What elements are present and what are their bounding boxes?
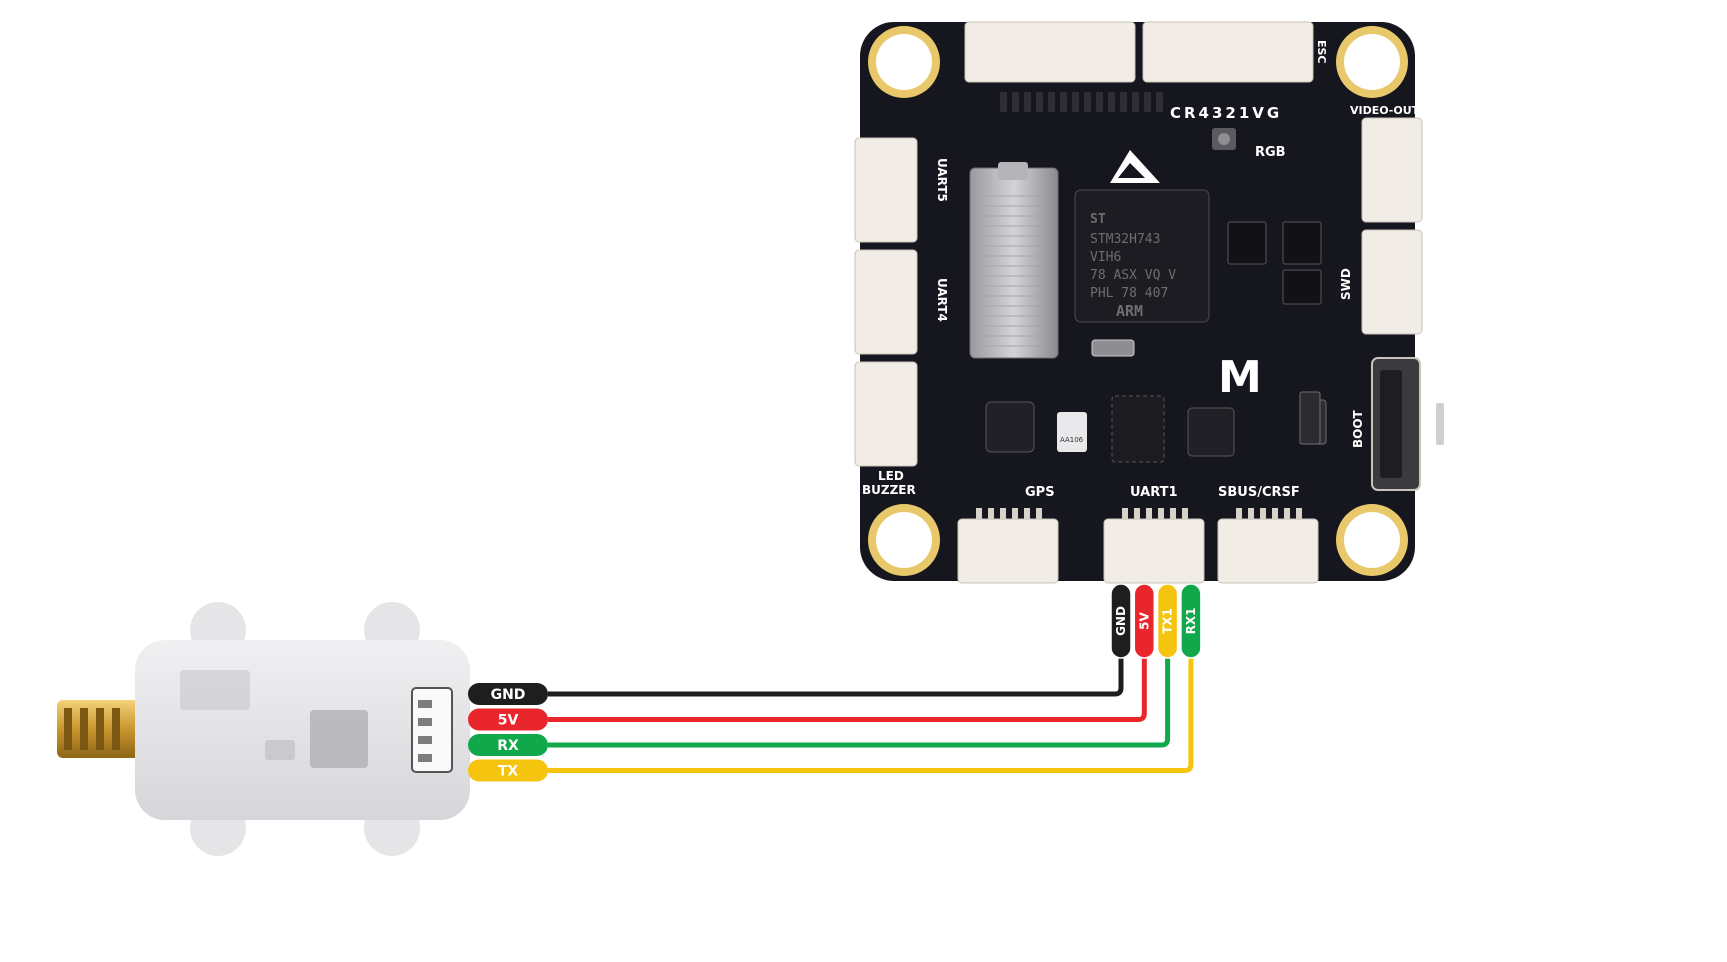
esc-label: ESC xyxy=(1315,40,1328,64)
mcu-line2: VIH6 xyxy=(1090,250,1121,265)
flight-controller-board: ESC CR4321VG VIDEO-OUT RGB UART5 UART4 L… xyxy=(854,21,1444,584)
mounting-hole-bottom-left xyxy=(868,504,940,576)
board-pin-tags: GND 5V TX1 RX1 xyxy=(1110,583,1202,659)
wire-5v-to-5v xyxy=(548,656,1147,722)
bottom-connector-pins xyxy=(976,508,1302,520)
rgb-label: RGB xyxy=(1255,145,1286,160)
module-pin-tags: GND 5V RX TX xyxy=(468,683,548,782)
gps-label: GPS xyxy=(1025,485,1055,500)
baro-code: AA106 xyxy=(1060,436,1084,444)
module-pin-label: 5V xyxy=(498,713,519,729)
boot-switch xyxy=(1299,391,1321,445)
pin-header-row xyxy=(1000,92,1163,112)
wire-harness xyxy=(548,656,1194,773)
mounting-hole-top-right xyxy=(1336,26,1408,98)
swd-label: SWD xyxy=(1339,268,1353,300)
mcu-chip xyxy=(1074,189,1210,323)
board-pin-tag-tx1: TX1 xyxy=(1156,583,1179,659)
receiver-module xyxy=(57,602,470,856)
regulator-3 xyxy=(1282,269,1322,305)
uart4-label: UART4 xyxy=(935,278,949,322)
wire-tx-to-rx1 xyxy=(548,656,1194,773)
video-out-label: VIDEO-OUT xyxy=(1350,104,1420,117)
board-pin-label: 5V xyxy=(1137,611,1151,629)
connector-video-out xyxy=(1361,117,1423,223)
regulator-2 xyxy=(1282,221,1322,265)
connector-gps xyxy=(957,518,1059,584)
imu-chip xyxy=(985,401,1035,453)
board-pin-label: GND xyxy=(1114,606,1128,636)
mcu-line1: STM32H743 xyxy=(1090,232,1160,247)
boot-label: BOOT xyxy=(1351,409,1365,448)
connector-swd xyxy=(1361,229,1423,335)
mounting-hole-top-left xyxy=(868,26,940,98)
uart5-label: UART5 xyxy=(935,158,949,202)
st-logo: ST xyxy=(1090,212,1106,227)
logo-triangle-icon xyxy=(1110,150,1160,183)
board-pin-tag-rx1: RX1 xyxy=(1180,583,1202,659)
connector-uart1 xyxy=(1103,518,1205,584)
module-pin-tag-rx: RX xyxy=(468,734,548,756)
connector-led-buzzer xyxy=(854,361,918,467)
wire-gnd-to-gnd xyxy=(548,656,1124,697)
board-pin-tag-gnd: GND xyxy=(1110,583,1132,659)
aux-chip xyxy=(1187,407,1235,457)
board-pin-label: TX1 xyxy=(1161,608,1175,634)
buzzer-label: BUZZER xyxy=(862,483,916,497)
mounting-hole-bottom-right xyxy=(1336,504,1408,576)
connector-uart5 xyxy=(854,137,918,243)
wire-rx-to-tx1 xyxy=(548,656,1171,748)
regulator-1 xyxy=(1227,221,1267,265)
mcu-line3: 78 ASX VQ V xyxy=(1090,268,1176,283)
connector-sbus xyxy=(1217,518,1319,584)
led-label: LED xyxy=(878,469,904,483)
mcu-brand: ARM xyxy=(1116,302,1143,320)
module-pin-label: RX xyxy=(497,738,519,754)
module-pin-tag-gnd: GND xyxy=(468,683,548,705)
module-connector xyxy=(411,687,453,773)
crystal xyxy=(1091,339,1135,357)
connector-esc xyxy=(1142,21,1314,83)
connector-uart4 xyxy=(854,249,918,355)
board-pin-tag-5v: 5V xyxy=(1133,583,1156,659)
osd-chip xyxy=(1111,395,1165,463)
module-pin-tag-tx: TX xyxy=(468,759,548,782)
connector-top-1 xyxy=(964,21,1136,83)
uart1-label: UART1 xyxy=(1130,485,1178,500)
sbus-label: SBUS/CRSF xyxy=(1218,485,1300,500)
model-code: CR4321VG xyxy=(1170,104,1282,122)
module-pin-label: GND xyxy=(491,687,526,703)
mcu-line4: PHL 78 407 xyxy=(1090,286,1168,301)
module-pin-tag-5v: 5V xyxy=(468,708,548,731)
module-pin-label: TX xyxy=(498,764,519,780)
sd-card-ridges xyxy=(978,195,1050,347)
barometer xyxy=(1057,412,1087,452)
board-pin-label: RX1 xyxy=(1184,608,1198,635)
brand-logo-icon: M xyxy=(1218,352,1262,403)
